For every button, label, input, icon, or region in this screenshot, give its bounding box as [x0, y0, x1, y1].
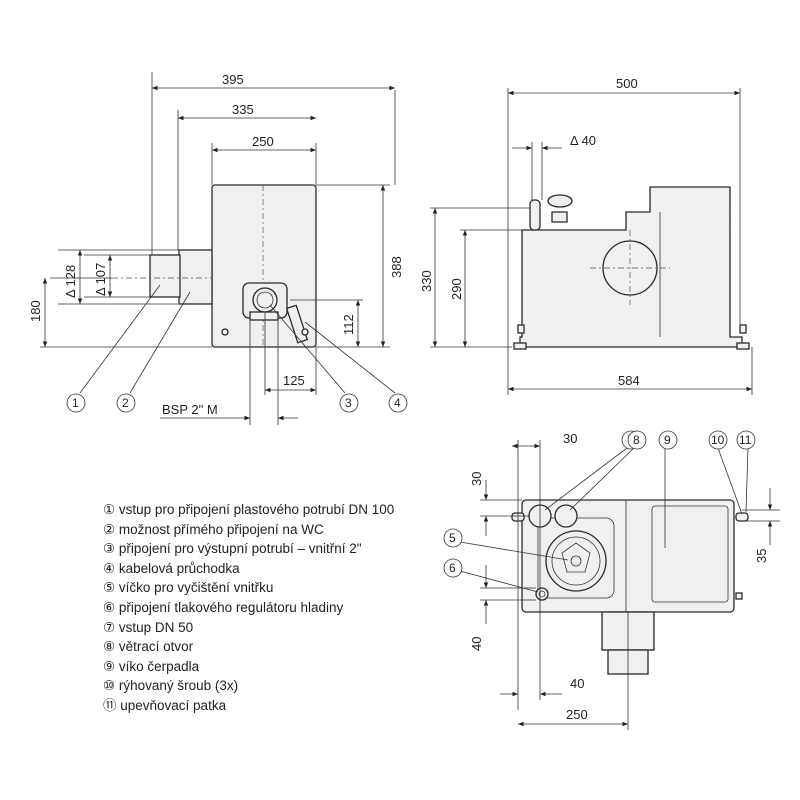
legend-item-7: ⑦ vstup DN 50 [103, 619, 194, 635]
dim-dia-128: Δ 128 [63, 265, 78, 298]
side-view-inlet-pipe-inner [149, 254, 181, 298]
dim-bsp: BSP 2" M [162, 402, 218, 417]
svg-text:5: 5 [449, 531, 456, 545]
top-view: 30 30 35 40 40 250 5 6 7 8 9 [443, 430, 780, 730]
legend-item-2: ② možnost přímého připojení na WC [103, 521, 324, 537]
dim-250-top: 250 [566, 707, 588, 722]
dim-125: 125 [283, 373, 305, 388]
legend-item-6: ⑥ připojení tlakového regulátoru hladiny [103, 599, 344, 615]
svg-text:6: 6 [449, 561, 456, 575]
svg-text:2: 2 [122, 396, 129, 410]
svg-text:1: 1 [72, 396, 79, 410]
top-view-pump-cover [651, 505, 729, 603]
legend-item-1: ① vstup pro připojení plastového potrubí… [103, 502, 395, 517]
dim-330: 330 [419, 270, 434, 292]
dim-40-v: 40 [469, 637, 484, 651]
legend-item-3: ③ připojení pro výstupní potrubí – vnitř… [103, 541, 362, 557]
front-view: 500 Δ 40 330 290 584 [419, 76, 753, 395]
dim-250-side: 250 [252, 134, 274, 149]
svg-text:10: 10 [711, 433, 725, 447]
callout-2: 2 [116, 393, 136, 413]
front-view-screw [551, 211, 568, 223]
side-view: 395 335 250 388 Δ 128 Δ 107 180 112 125 … [28, 72, 408, 425]
dim-395: 395 [222, 72, 244, 87]
legend-item-11: ⑪ upevňovací patka [103, 697, 227, 713]
legend-item-4: ④ kabelová průchodka [103, 560, 240, 576]
top-view-vent-hole [554, 504, 578, 528]
callout-6: 6 [443, 558, 463, 578]
legend-item-9: ⑨ víko čerpadla [103, 658, 200, 674]
dim-335: 335 [232, 102, 254, 117]
top-view-cleaning-cover [545, 530, 607, 592]
svg-text:3: 3 [345, 396, 352, 410]
callout-1: 1 [66, 393, 86, 413]
dim-112: 112 [341, 314, 356, 335]
legend-item-10: ⑩ rýhovaný šroub (3x) [103, 678, 239, 694]
callout-10: 10 [708, 430, 728, 450]
dim-30-v: 30 [469, 472, 484, 486]
svg-text:4: 4 [394, 396, 401, 410]
top-view-pressure-fitting [535, 587, 549, 601]
dim-30-h: 30 [563, 431, 577, 446]
svg-text:9: 9 [664, 433, 671, 447]
dim-dia-107: Δ 107 [93, 263, 108, 296]
side-view-inlet-pipe-outer [178, 249, 213, 305]
dim-290: 290 [449, 278, 464, 300]
svg-text:11: 11 [739, 433, 752, 447]
dim-40-h: 40 [570, 676, 584, 691]
svg-text:8: 8 [633, 433, 640, 447]
dim-180: 180 [28, 300, 43, 322]
front-view-vent [529, 199, 541, 231]
callout-5: 5 [443, 528, 463, 548]
dim-35: 35 [754, 549, 769, 563]
dim-388: 388 [389, 256, 404, 278]
legend-item-5: ⑤ víčko pro vyčištění vnitřku [103, 580, 274, 596]
dim-500: 500 [616, 76, 638, 91]
callout-9: 9 [658, 430, 678, 450]
dim-dia-40: Δ 40 [570, 133, 596, 148]
legend: ① vstup pro připojení plastového potrubí… [103, 500, 394, 716]
callout-11: 11 [736, 430, 756, 450]
callout-8-mark: 8 [627, 430, 647, 450]
callout-3: 3 [339, 393, 359, 413]
legend-item-8: ⑧ větrací otvor [103, 639, 194, 655]
callout-4: 4 [388, 393, 408, 413]
dim-584: 584 [618, 373, 640, 388]
